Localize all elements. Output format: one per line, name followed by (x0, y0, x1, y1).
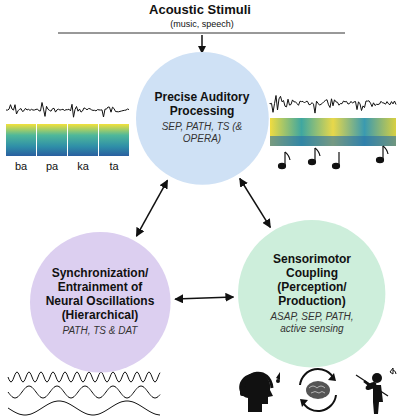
concept-circle: Sensorimotor Coupling (Perception/ Produ… (238, 220, 385, 367)
neural-oscillations (8, 372, 160, 415)
concept-heading: Sensorimotor Coupling (Perception/ Produ… (256, 252, 368, 308)
listener-icon (239, 372, 280, 412)
model-list: ASAP, SEP, PATH, active sensing (256, 311, 368, 335)
music-waveform (270, 96, 396, 114)
double-arrow (137, 180, 168, 236)
double-arrow (240, 179, 270, 228)
concept-circle: Synchronization/ Entrainment of Neural O… (30, 232, 171, 373)
model-list: SEP, PATH, TS (& OPERA) (146, 121, 258, 145)
speech-waveform (6, 103, 129, 118)
syllable: ba (15, 160, 27, 172)
speech-spectrogram (6, 124, 129, 156)
music-spectrogram (270, 118, 396, 146)
circle-text: Synchronization/ Entrainment of Neural O… (44, 266, 156, 337)
concept-heading: Synchronization/ Entrainment of Neural O… (44, 266, 156, 322)
model-list: PATH, TS & DAT (62, 325, 137, 337)
concept-heading: Precise Auditory Processing (146, 90, 258, 118)
violinist-icon (356, 368, 396, 414)
syllable: ta (109, 160, 118, 172)
circle-text: Sensorimotor Coupling (Perception/ Produ… (256, 252, 368, 335)
circle-text: Precise Auditory ProcessingSEP, PATH, TS… (146, 90, 258, 145)
syllable: pa (46, 160, 58, 172)
music-notes (279, 146, 389, 169)
concept-circle: Precise Auditory ProcessingSEP, PATH, TS… (136, 52, 269, 185)
stimulus-arrow (201, 35, 203, 50)
syllable: ka (77, 160, 89, 172)
stimulus-rule (58, 33, 345, 34)
title: Acoustic Stimuli (0, 2, 400, 17)
subtitle: (music, speech) (170, 19, 234, 29)
brain-cycle-icon (300, 369, 336, 411)
double-arrow (175, 297, 233, 299)
